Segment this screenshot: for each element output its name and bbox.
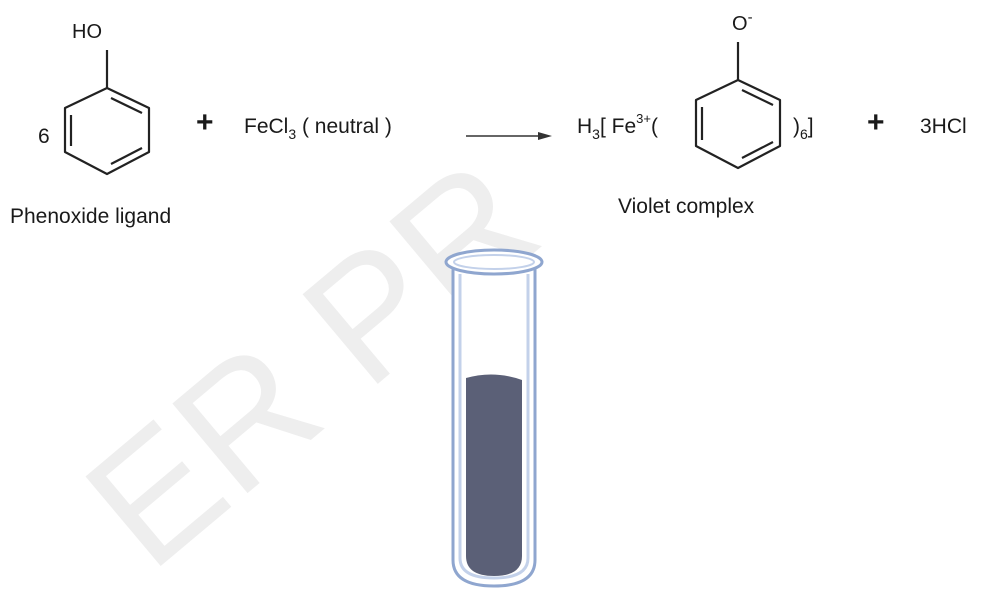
product-prefix: H3[ Fe3+( bbox=[577, 112, 658, 141]
product-count: 6 bbox=[800, 126, 808, 142]
label-phenoxide-ligand: Phenoxide ligand bbox=[10, 205, 172, 228]
arrow-head bbox=[538, 132, 552, 140]
phenol-hexagon bbox=[63, 86, 151, 176]
product-h: H bbox=[577, 115, 593, 138]
reagent-formula: FeCl3 ( neutral ) bbox=[244, 115, 392, 141]
tube-rim bbox=[444, 248, 544, 276]
phenol-double-bond-3 bbox=[110, 147, 143, 165]
plus-sign-1: + bbox=[196, 106, 214, 139]
phenoxide-double-bond-2 bbox=[741, 89, 774, 106]
phenoxide-charge: - bbox=[747, 9, 753, 26]
reagent-condition: ( neutral ) bbox=[301, 115, 392, 138]
phenol-double-bond-2 bbox=[110, 97, 143, 114]
product-bracket-fe: [ Fe bbox=[599, 115, 637, 138]
product-open-paren: ( bbox=[650, 115, 658, 138]
phenoxide-o: O bbox=[732, 13, 748, 35]
reagent-fecl: FeCl bbox=[244, 115, 289, 138]
phenoxide-hexagon bbox=[694, 78, 782, 170]
product-close-bracket: ] bbox=[807, 115, 814, 138]
product-fe-charge: 3+ bbox=[636, 111, 651, 126]
reagent-subscript: 3 bbox=[288, 126, 297, 142]
byproduct-hcl: 3HCl bbox=[920, 115, 967, 138]
tube-liquid bbox=[466, 374, 522, 576]
product-close-paren: ) bbox=[793, 115, 800, 138]
phenoxide-oxygen: O- bbox=[732, 10, 753, 35]
hydroxyl-label: HO bbox=[72, 21, 102, 43]
reactant-coefficient: 6 bbox=[38, 125, 50, 148]
phenoxide-ring bbox=[694, 42, 782, 170]
reaction-arrow bbox=[466, 132, 552, 140]
phenoxide-double-bond-3 bbox=[741, 141, 774, 159]
product-h-subscript: 3 bbox=[592, 126, 600, 142]
product-suffix: )6] bbox=[793, 115, 814, 141]
plus-sign-2: + bbox=[867, 106, 885, 139]
phenol-ring bbox=[63, 50, 151, 176]
label-violet-complex: Violet complex bbox=[618, 195, 755, 218]
tube-rim-inner bbox=[453, 254, 535, 270]
tube-inner-wall bbox=[458, 274, 530, 580]
